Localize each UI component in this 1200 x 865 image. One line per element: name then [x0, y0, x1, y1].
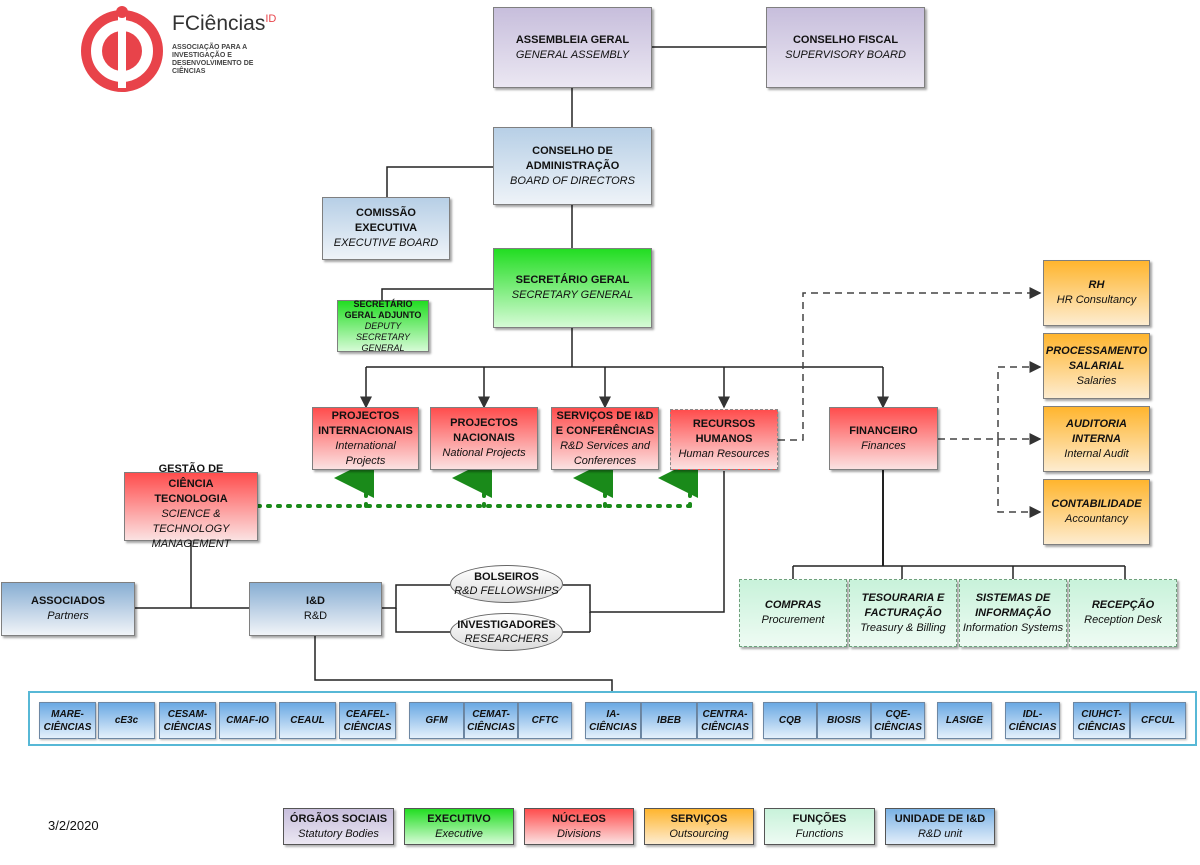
unit-box: CQB	[763, 702, 817, 739]
unit-box: IA-CIÊNCIAS	[585, 702, 641, 739]
unit-box: IDL-CIÊNCIAS	[1005, 702, 1060, 739]
logo-name: FCiênciasID	[172, 12, 277, 35]
unit-box: LASIGE	[937, 702, 992, 739]
unit-box: CENTRA-CIÊNCIAS	[697, 702, 753, 739]
unit-box: CEAFEL-CIÊNCIAS	[339, 702, 396, 739]
fciencias-logo: FCiênciasID ASSOCIAÇÃO PARA A INVESTIGAÇ…	[80, 4, 280, 94]
unit-box: CMAF-IO	[219, 702, 276, 739]
unit-box: BIOSIS	[817, 702, 871, 739]
unit-box: CEMAT-CIÊNCIAS	[464, 702, 518, 739]
unit-box: CESAM-CIÊNCIAS	[159, 702, 216, 739]
unit-box: cE3c	[98, 702, 155, 739]
unit-box: CIUHCT-CIÊNCIAS	[1073, 702, 1130, 739]
unit-box: IBEB	[641, 702, 697, 739]
document-date: 3/2/2020	[48, 818, 99, 833]
unit-box: CQE-CIÊNCIAS	[871, 702, 925, 739]
unit-box: CFTC	[518, 702, 572, 739]
logo-tagline: ASSOCIAÇÃO PARA A INVESTIGAÇÃO E DESENVO…	[172, 44, 254, 75]
unit-box: CEAUL	[279, 702, 336, 739]
rd-units-container: MARE-CIÊNCIAS cE3c CESAM-CIÊNCIAS CMAF-I…	[28, 691, 1197, 746]
unit-box: CFCUL	[1130, 702, 1186, 739]
unit-box: MARE-CIÊNCIAS	[39, 702, 96, 739]
logo-mark-icon	[81, 6, 163, 92]
unit-box: GFM	[409, 702, 464, 739]
